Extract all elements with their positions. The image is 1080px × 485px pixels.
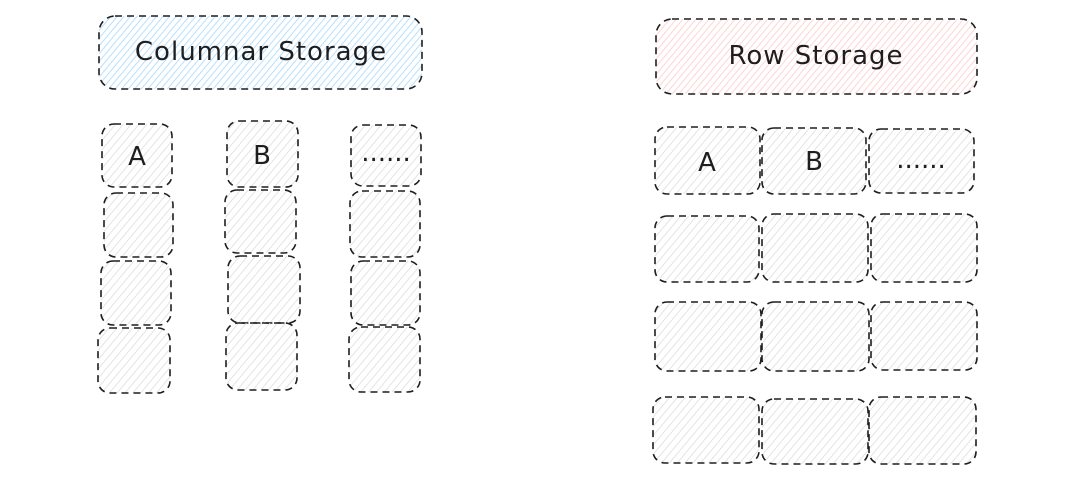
row-storage-title-box: Row Storage — [655, 18, 978, 95]
columnar-storage-title: Columnar Storage — [135, 37, 387, 67]
columnar-title-shape — [98, 15, 423, 90]
row-cell — [870, 301, 978, 371]
columnar-cell — [103, 192, 174, 258]
row-header-cell-more — [868, 128, 975, 194]
row-cell — [761, 301, 870, 372]
columnar-cell — [350, 260, 421, 326]
row-storage-header-row: A B ...... — [654, 126, 975, 195]
row-storage-row — [654, 213, 978, 283]
row-header-cell-b — [761, 127, 867, 195]
columnar-cell — [225, 322, 298, 391]
row-storage-row — [652, 396, 977, 465]
columnar-storage-title-box: Columnar Storage — [98, 15, 423, 90]
columnar-cell — [349, 190, 421, 258]
columnar-header-label-a: A — [128, 142, 146, 172]
row-header-label-b: B — [805, 147, 823, 177]
row-header-label-a: A — [698, 148, 716, 178]
columnar-cell — [97, 327, 171, 394]
columnar-header-label-more: ...... — [361, 138, 411, 168]
row-header-cell-a — [654, 126, 761, 195]
columnar-column-b: B — [224, 120, 301, 391]
columnar-cell — [227, 255, 301, 324]
row-storage-title: Row Storage — [728, 41, 903, 71]
row-cell — [652, 396, 760, 464]
columnar-header-label-b: B — [253, 141, 271, 171]
row-cell — [870, 213, 978, 283]
columnar-column-a: A — [97, 123, 174, 394]
row-storage-row — [654, 301, 978, 372]
row-cell — [654, 215, 760, 283]
row-title-shape — [655, 18, 978, 95]
columnar-header-cell-a — [101, 123, 173, 188]
row-cell — [654, 301, 762, 372]
row-header-label-more: ...... — [896, 145, 946, 175]
row-cell — [761, 213, 869, 283]
columnar-cell — [224, 189, 297, 254]
row-cell — [761, 398, 869, 465]
columnar-cell — [348, 326, 421, 393]
columnar-header-cell-b — [226, 120, 299, 188]
columnar-column-more: ...... — [348, 124, 422, 393]
columnar-cell — [100, 260, 172, 326]
columnar-header-cell-more — [350, 124, 422, 187]
row-cell — [868, 396, 977, 465]
